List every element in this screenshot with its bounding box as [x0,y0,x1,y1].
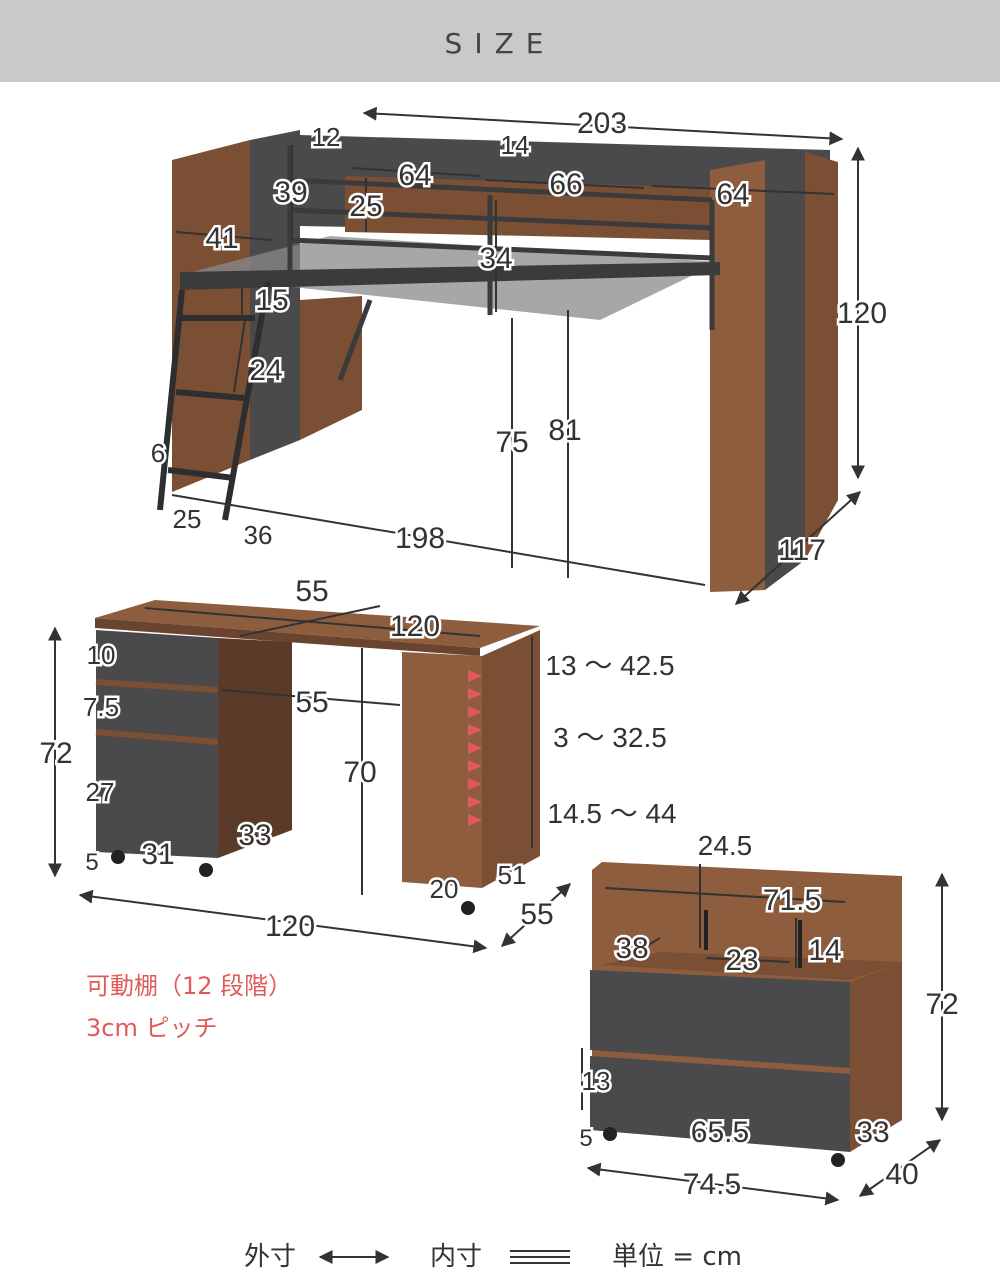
desk-shelf-range: 14.5 〜 44 [547,798,676,829]
bed-ladder [157,281,271,521]
shelf-pitch-markers [468,670,482,826]
chest-dim-label: 38 [615,932,648,965]
chest-dim-label: 24.5 [698,830,753,861]
desk [95,600,540,915]
desk-dim-label: 31 [141,838,174,871]
chest-dim-label: 74.5 [683,1168,741,1201]
bed-dim-label: 41 [205,222,238,255]
desk-dim-label: 5 [85,849,98,876]
shelf-note-line2: 3cm ピッチ [86,1014,218,1042]
bed-dim-label: 64 [716,178,749,211]
bed-dim-label: 25 [173,504,202,534]
desk-dim-label: 51 [498,860,527,890]
desk-dim-label: 120 [390,610,440,643]
bed-left-leg [300,296,362,440]
bed-dim-label: 120 [837,297,887,330]
chest-dim-label: 23 [725,944,758,977]
legend-outer: 外寸 [244,1242,297,1272]
chest-dim-label: 5 [579,1125,592,1152]
header-bar: SIZE [0,0,1000,82]
desk-dim-label: 55 [295,686,328,719]
desk-top [95,600,540,648]
bed-dim-label: 117 [778,534,826,567]
desk-shelf-side [482,630,540,888]
bed-dim-label: 12 [312,122,341,152]
desk-dim-label: 20 [430,874,459,904]
bed-right-panel-grey [765,152,805,590]
desk-dim-label: 27 [86,777,115,807]
legend-unit: 単位 = cm [612,1242,742,1272]
bed-dim-label: 6 [151,438,165,468]
bed-dim-label: 64 [398,159,431,192]
desk-dim-label: 120 [265,910,315,943]
bed-dim-label: 14 [501,130,530,160]
bed-dim-label: 25 [349,190,382,223]
desk-cabinet-side [218,638,292,858]
chest-dim-label: 65.5 [691,1116,749,1149]
chest-drawer-top [590,970,850,1068]
desk-dim-label: 72 [39,737,72,770]
chest-dim-label: 72 [925,988,958,1021]
bed-dim-label: 203 [577,107,627,140]
bed-dim-label: 34 [479,242,512,275]
bed-frame-rail [180,262,720,290]
chest [590,862,902,1167]
desk-dim-label: 70 [343,756,376,789]
bed-dim-label: 198 [395,522,445,555]
bed-dim-label: 36 [244,520,273,550]
inner-dim-double-line-icon [510,1250,570,1264]
desk-shelf-range: 13 〜 42.5 [545,650,674,681]
desk-shelf-unit [402,652,482,888]
bed-dim-label: 66 [549,168,582,201]
loft-bed [157,130,838,592]
bed-right-panel-edge [805,152,838,560]
desk-dim-label: 55 [295,575,328,608]
chest-dim-label: 33 [856,1116,889,1149]
chest-dim-label: 40 [885,1158,918,1191]
bed-dim-label: 39 [274,176,307,209]
desk-dim-label: 55 [520,898,553,931]
bed-dim-label: 24 [249,354,282,387]
legend-inner: 内寸 [430,1242,483,1272]
desk-shelf-range: 3 〜 32.5 [553,722,667,753]
chest-dim-label: 13 [582,1066,611,1096]
chest-inner-shelf [602,952,902,980]
bed-dim-label: 75 [495,426,528,459]
desk-dim-label: 10 [87,640,116,670]
bed-dim-label: 81 [548,414,581,447]
chest-dim-label: 71.5 [763,884,821,917]
page-title: SIZE [444,27,556,60]
dimension-lines [48,106,949,1206]
desk-top-edge [95,618,480,656]
desk-dim-label: 33 [238,819,271,852]
bed-right-panel-wood [710,160,765,592]
shelf-note-line1: 可動棚（12 段階） [86,972,293,1000]
chest-drawer-bottom [590,1056,850,1152]
bed-dim-label: 15 [255,284,288,317]
chest-dim-label: 14 [808,934,841,967]
chest-side [850,962,902,1152]
desk-dim-label: 7.5 [83,692,119,722]
